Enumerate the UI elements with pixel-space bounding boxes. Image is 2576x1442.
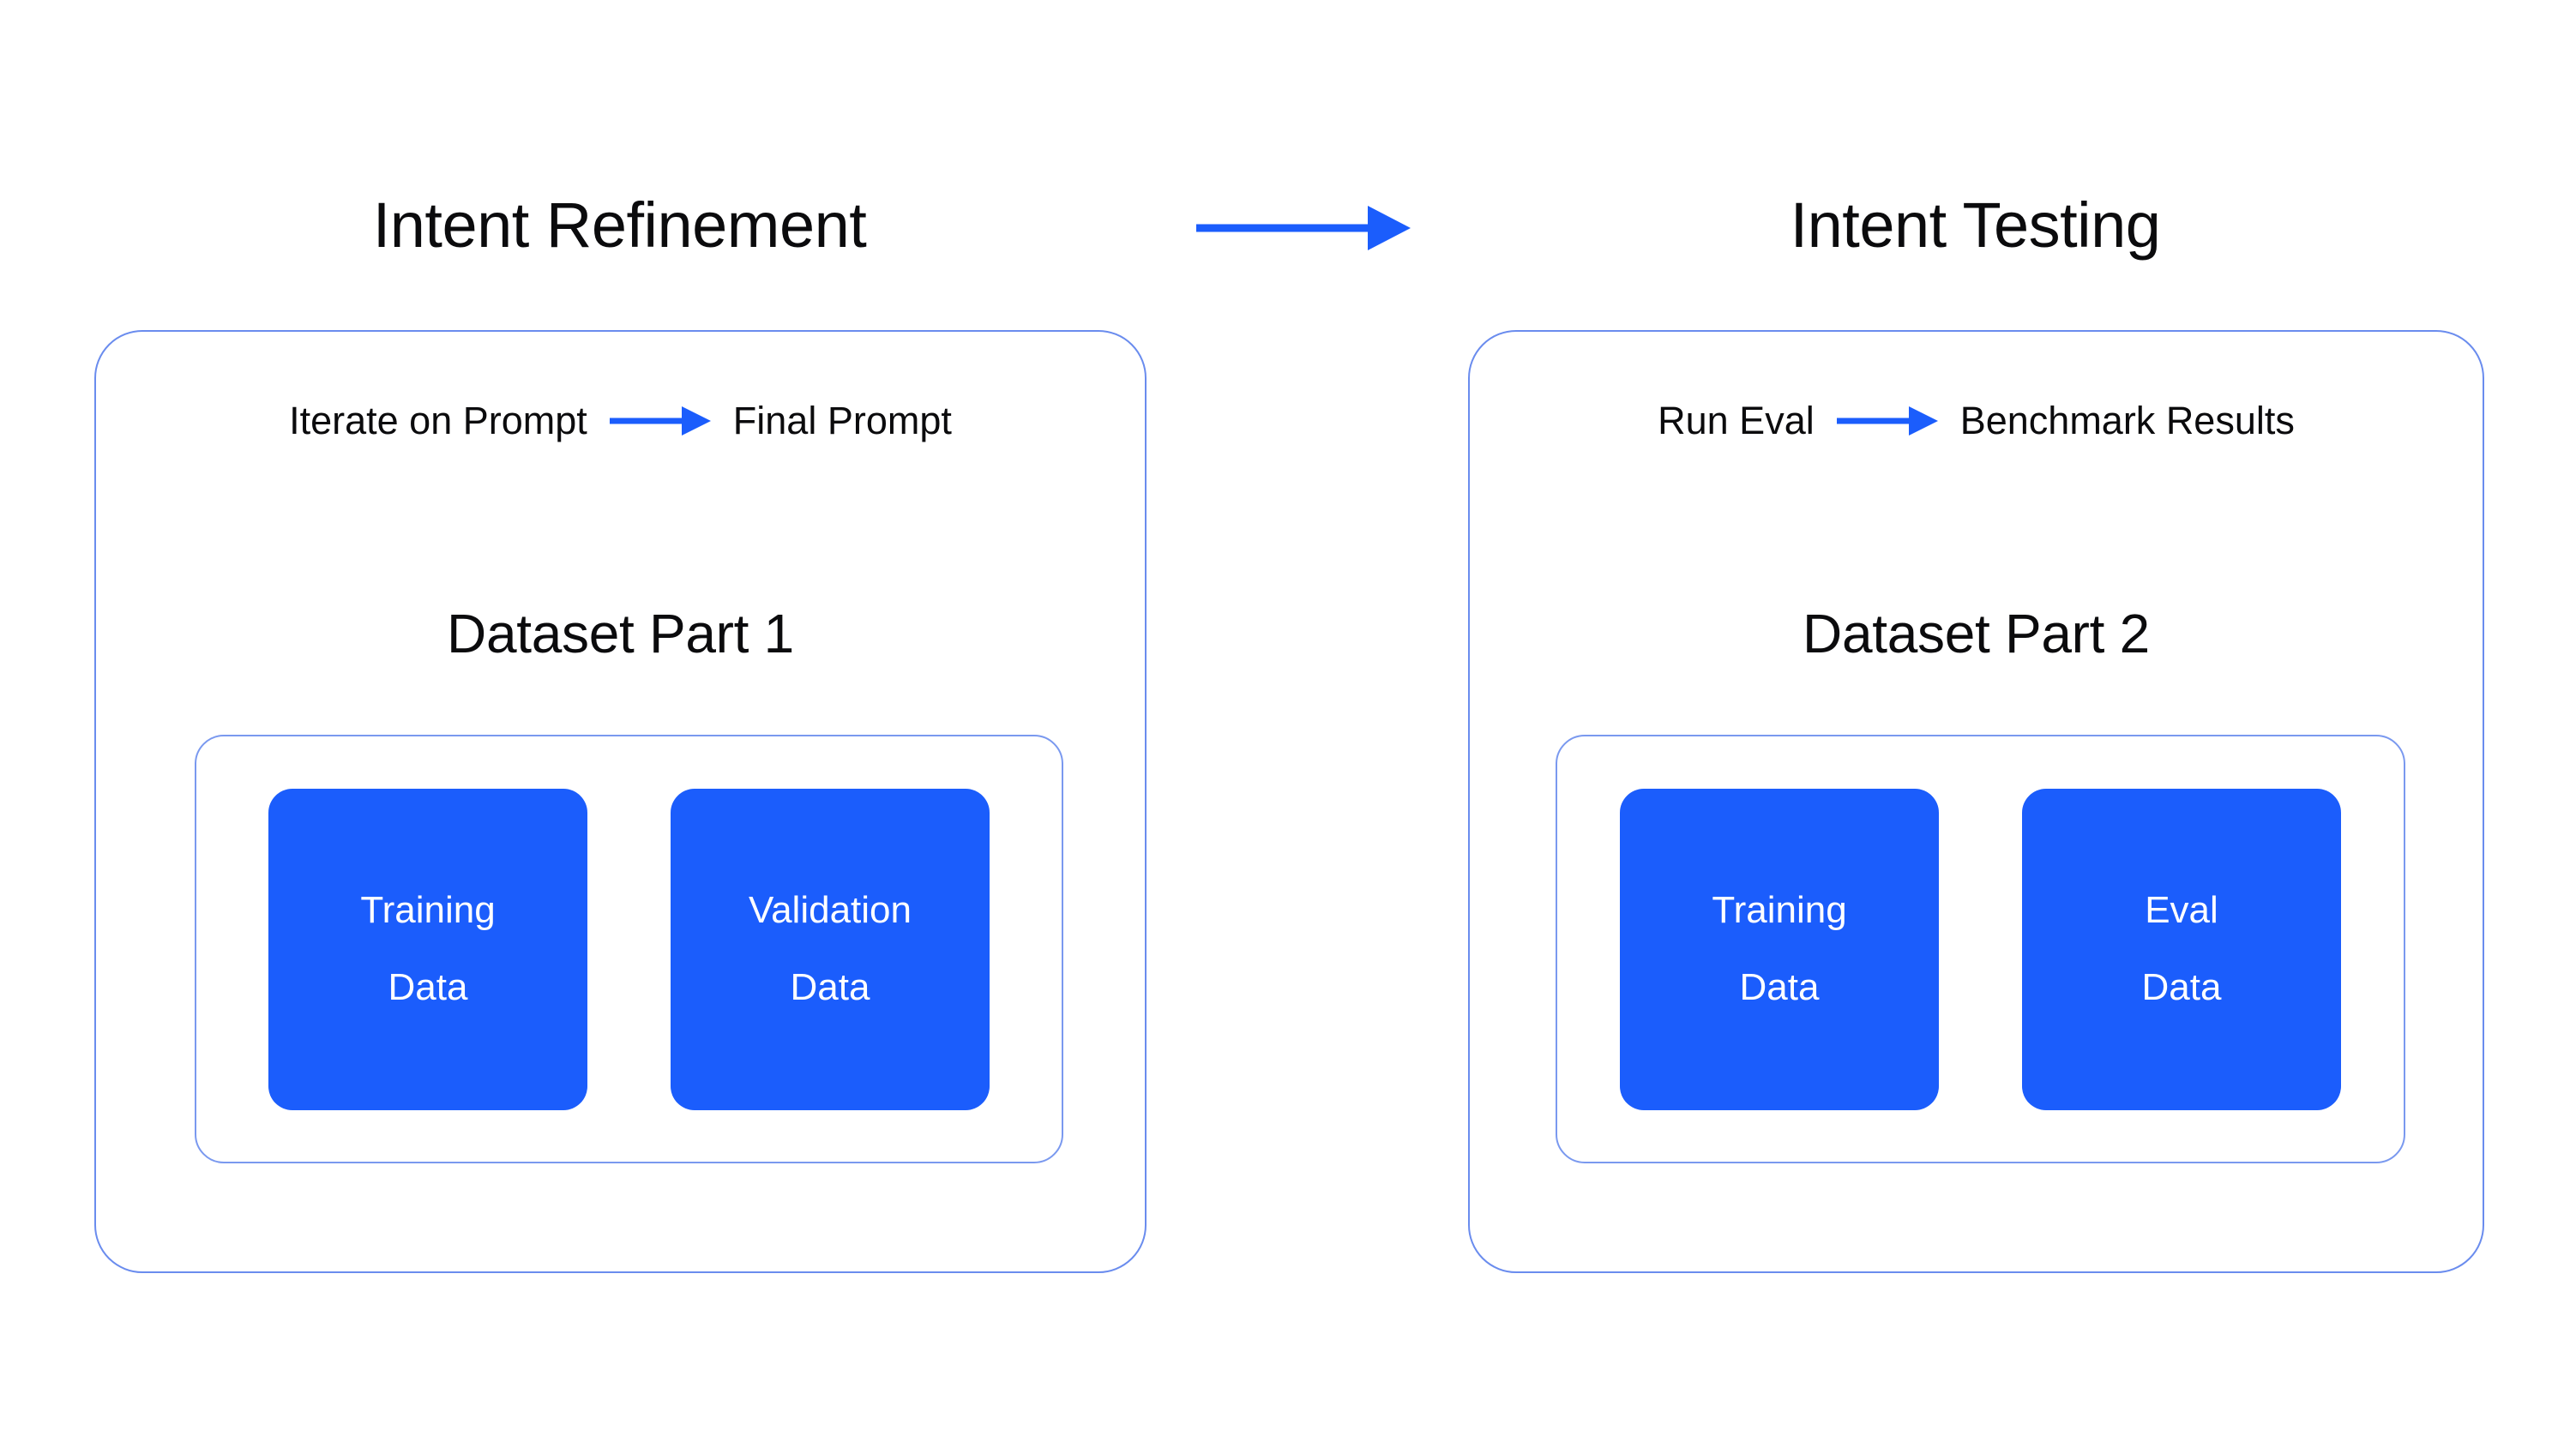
chip-line-1: Eval [2145, 889, 2218, 931]
dataset-container-part-2: Training Data Eval Data [1556, 735, 2405, 1163]
dataset-title-part-1: Dataset Part 1 [447, 603, 794, 664]
chip-line-1: Validation [749, 889, 912, 931]
chip-line-2: Data [2141, 966, 2222, 1008]
arrow-head [681, 406, 711, 436]
stage-card-intent-refinement: Iterate on Prompt Final Prompt Dataset P… [94, 330, 1147, 1273]
flow-from-label: Iterate on Prompt [289, 399, 587, 442]
data-chip-eval[interactable]: Eval Data [2022, 788, 2341, 1110]
stage-title-intent-refinement: Intent Refinement [372, 189, 867, 261]
arrow-shaft [609, 418, 685, 424]
arrow-right-icon [609, 406, 711, 436]
stage-titles-row: Intent Refinement Intent Testing [0, 170, 2576, 281]
data-chip-training[interactable]: Training Data [268, 788, 587, 1110]
chip-line-1: Training [360, 889, 496, 931]
arrow-shaft [1836, 418, 1912, 424]
flow-to-label: Final Prompt [732, 399, 952, 442]
stage-title-intent-testing: Intent Testing [1790, 189, 2161, 261]
dataset-title-part-2: Dataset Part 2 [1803, 603, 2150, 664]
dataset-container-part-1: Training Data Validation Data [195, 735, 1063, 1163]
arrow-head [1908, 406, 1938, 436]
flow-from-label: Run Eval [1658, 399, 1815, 442]
arrow-head [1368, 206, 1411, 250]
chip-line-2: Data [790, 966, 870, 1008]
flow-line-testing: Run Eval Benchmark Results [1470, 394, 2483, 448]
flow-line-refinement: Iterate on Prompt Final Prompt [96, 394, 1145, 448]
arrow-right-icon [1836, 406, 1938, 436]
arrow-right-icon [1196, 204, 1411, 252]
stage-card-intent-testing: Run Eval Benchmark Results Dataset Part … [1468, 330, 2484, 1273]
arrow-shaft [1196, 224, 1373, 232]
data-chip-training[interactable]: Training Data [1620, 788, 1939, 1110]
chip-line-2: Data [388, 966, 468, 1008]
chip-line-1: Training [1712, 889, 1847, 931]
flow-to-label: Benchmark Results [1959, 399, 2295, 442]
data-chip-validation[interactable]: Validation Data [671, 788, 990, 1110]
chip-line-2: Data [1739, 966, 1820, 1008]
